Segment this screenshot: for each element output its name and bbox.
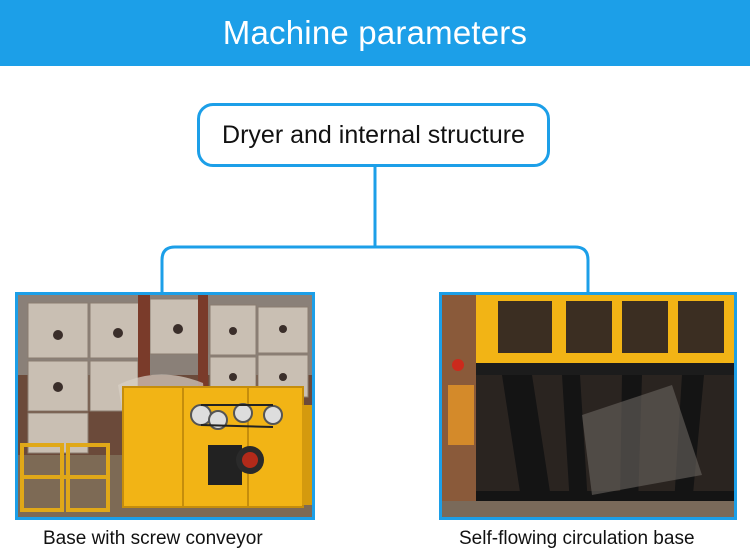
root-node-label: Dryer and internal structure: [222, 120, 525, 149]
caption-left: Base with screw conveyor: [43, 528, 263, 549]
photo-base-with-screw-conveyor: [15, 292, 315, 520]
photo-self-flowing-circulation-base: [439, 292, 737, 520]
root-node: Dryer and internal structure: [197, 103, 550, 167]
caption-right: Self-flowing circulation base: [459, 528, 695, 549]
page-title: Machine parameters: [222, 14, 528, 51]
page-header: Machine parameters: [0, 0, 750, 66]
